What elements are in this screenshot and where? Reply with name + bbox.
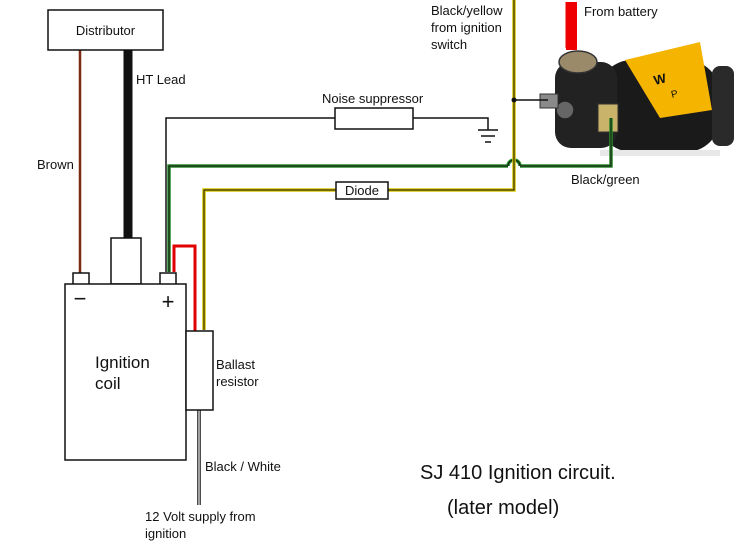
solenoid-end-cap: [712, 66, 734, 146]
coil-positive-terminal: [159, 272, 177, 286]
solenoid-shadow: [600, 150, 720, 156]
coil-minus-sign: −: [74, 286, 87, 311]
solenoid-bolt: [555, 100, 575, 120]
brown-label: Brown: [37, 157, 74, 172]
noise-suppressor-ground-wire: [413, 117, 489, 130]
supply-label-line-2: ignition: [145, 526, 186, 541]
sticker-mark-1: W: [652, 70, 668, 88]
solenoid-spade-right: [597, 103, 619, 133]
ht-tower: [110, 237, 142, 285]
solenoid-spade-left: [539, 93, 559, 109]
ground-icon: [478, 129, 498, 143]
noise-suppressor-label: Noise suppressor: [322, 91, 424, 106]
ignition-coil-label-line-1: Ignition: [95, 353, 150, 372]
noise-suppressor-wire: [165, 117, 335, 272]
noise-suppressor-box: [334, 107, 414, 130]
ignition-coil-label-line-2: coil: [95, 374, 121, 393]
supply-label-line-1: 12 Volt supply from: [145, 509, 256, 524]
diagram-subtitle: (later model): [447, 497, 559, 519]
coil-negative-terminal: [72, 272, 90, 286]
red-wire: [172, 244, 197, 332]
coil-plus-sign: +: [162, 289, 175, 314]
diagram-title: SJ 410 Ignition circuit.: [420, 462, 616, 484]
black-green-label: Black/green: [571, 172, 640, 187]
sticker-mark-2: P: [670, 89, 679, 101]
black-yellow-label-line-2: from ignition: [431, 20, 502, 35]
ballast-resistor-label-line-2: resistor: [216, 374, 259, 389]
ht-lead-label: HT Lead: [136, 72, 186, 87]
black-green-wire: [167, 118, 613, 272]
junction-dot: [511, 97, 517, 103]
distributor-box: [47, 9, 164, 51]
battery-terminal: [558, 50, 598, 74]
distributor-label: Distributor: [76, 23, 136, 38]
starter-solenoid: W P: [539, 2, 734, 156]
black-yellow-label-line-3: switch: [431, 37, 467, 52]
solenoid-label-sticker: [625, 42, 712, 118]
ballast-resistor-box: [185, 330, 214, 411]
ignition-coil-box: [64, 283, 187, 461]
from-battery-label: From battery: [584, 4, 658, 19]
black-white-label: Black / White: [205, 459, 281, 474]
diode-label: Diode: [345, 183, 379, 198]
diode-box: [335, 181, 389, 200]
black-yellow-label-line-1: Black/yellow: [431, 3, 503, 18]
ballast-resistor-label-line-1: Ballast: [216, 357, 255, 372]
